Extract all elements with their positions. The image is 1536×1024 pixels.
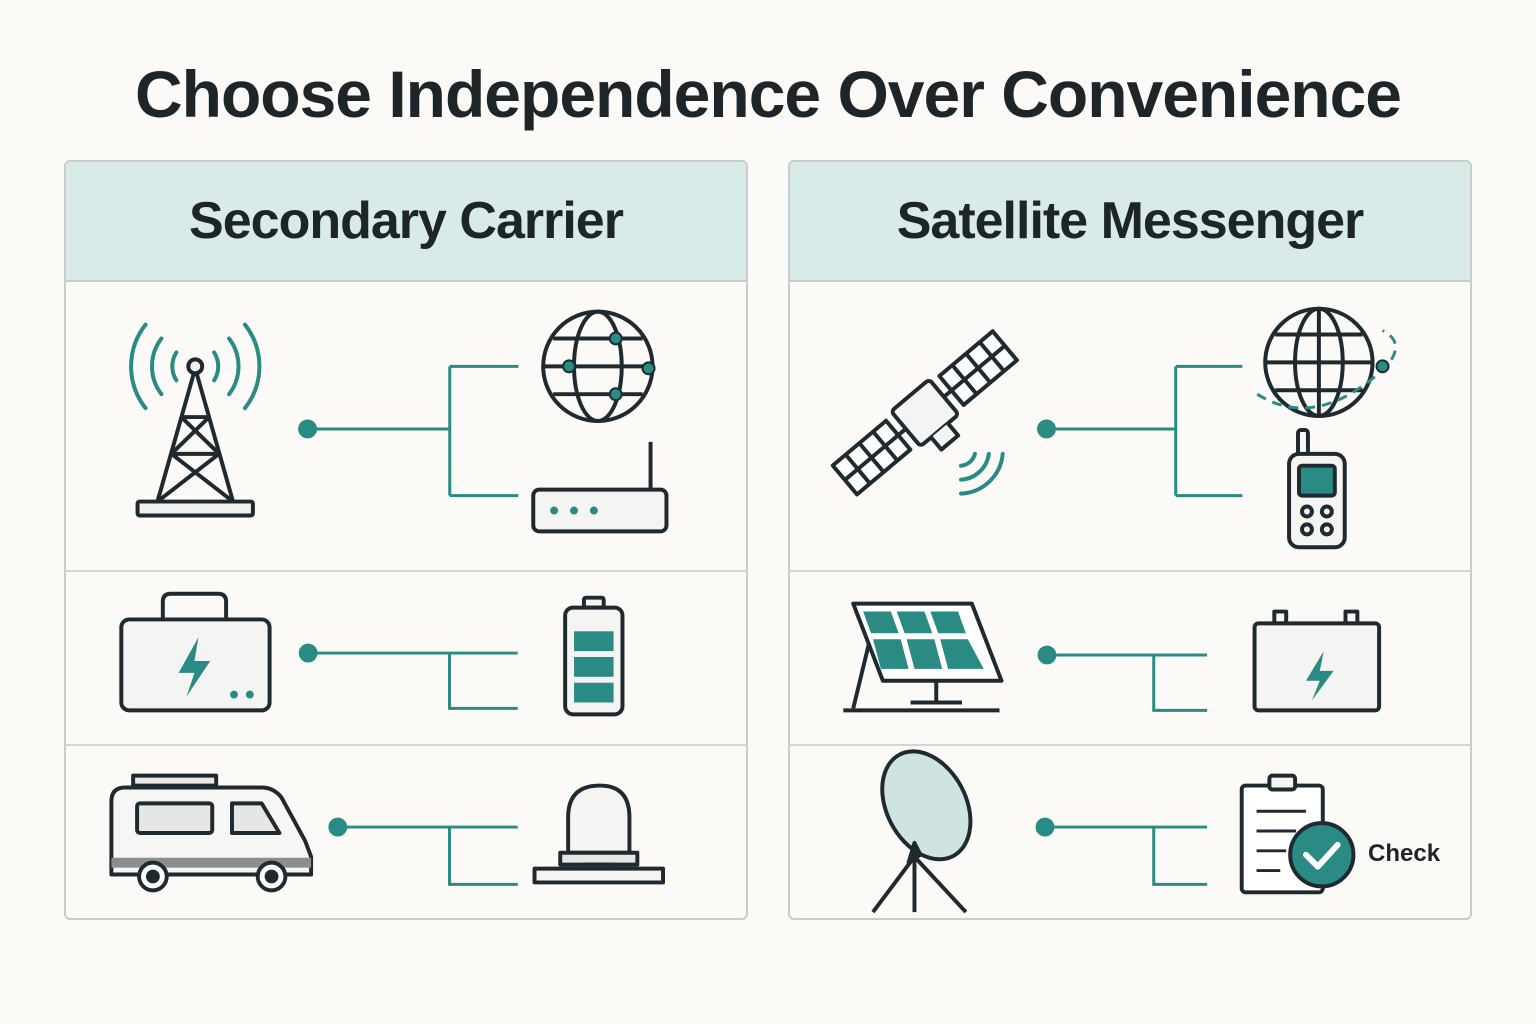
van-icon xyxy=(109,773,314,893)
power-station-icon xyxy=(119,591,272,713)
checklist-icon xyxy=(1239,773,1356,895)
row-tower-diagram xyxy=(129,309,669,534)
panel-header: Satellite Messenger xyxy=(790,162,1470,282)
row-power xyxy=(66,570,746,744)
satellite-dish-icon xyxy=(871,749,973,914)
satellite-handset-icon xyxy=(1287,427,1347,550)
panel-header: Secondary Carrier xyxy=(66,162,746,282)
row-van xyxy=(66,744,746,918)
row-solar-diagram xyxy=(843,601,1382,713)
battery-icon xyxy=(563,595,625,717)
panel-secondary-carrier: Secondary Carrier xyxy=(64,160,748,920)
connector xyxy=(1037,645,1208,712)
roof-antenna-icon xyxy=(532,783,666,885)
connector xyxy=(298,364,519,498)
connector xyxy=(298,643,518,710)
globe-orbit-icon xyxy=(1256,306,1397,419)
row-solar xyxy=(790,570,1470,744)
row-satellite xyxy=(790,282,1470,570)
router-icon xyxy=(531,441,669,534)
connector xyxy=(1037,364,1243,498)
panel-heading: Satellite Messenger xyxy=(896,192,1365,250)
connector xyxy=(328,817,518,886)
car-battery-icon xyxy=(1252,609,1382,713)
row-van-diagram xyxy=(109,773,666,893)
panel-heading: Secondary Carrier xyxy=(189,192,624,250)
row-satellite-diagram xyxy=(830,306,1397,550)
connector xyxy=(1035,817,1208,886)
check-label: Check xyxy=(1368,840,1441,867)
satellite-icon xyxy=(830,329,1019,497)
row-dish-diagram xyxy=(871,749,1356,914)
page-title: Choose Independence Over Convenience xyxy=(134,57,1402,131)
row-tower xyxy=(66,282,746,570)
row-power-diagram xyxy=(119,591,625,717)
panel-satellite-messenger: Satellite Messenger xyxy=(788,160,1472,920)
solar-panel-icon xyxy=(843,601,1004,713)
globe-network-icon xyxy=(541,309,656,424)
cell-tower-icon xyxy=(129,322,262,518)
row-dish: Check xyxy=(790,744,1470,918)
